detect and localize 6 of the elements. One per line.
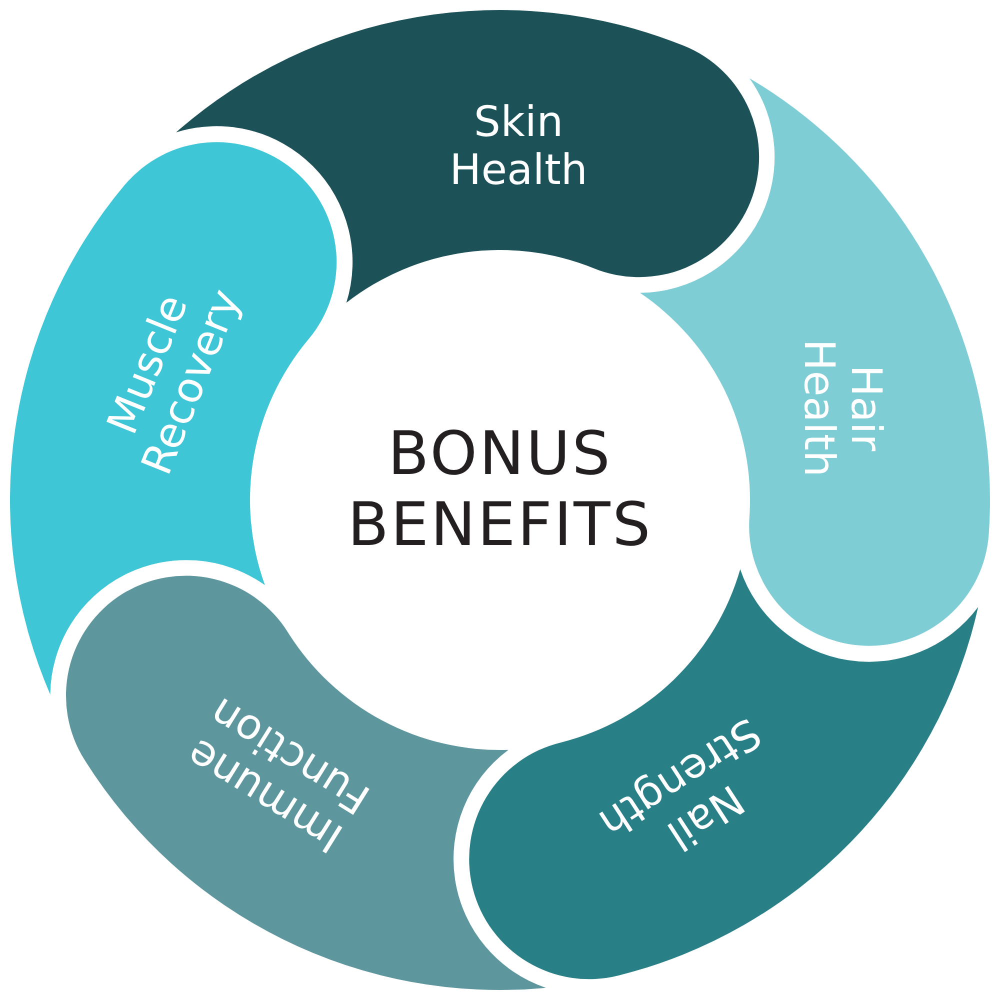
segment-label: Skin Health <box>450 98 588 193</box>
segment-label: Hair Health <box>796 339 890 478</box>
ring-segment <box>469 569 979 980</box>
center-title: BONUS BENEFITS <box>348 419 652 561</box>
ring-segment <box>9 142 337 695</box>
ring-segment <box>65 575 546 990</box>
